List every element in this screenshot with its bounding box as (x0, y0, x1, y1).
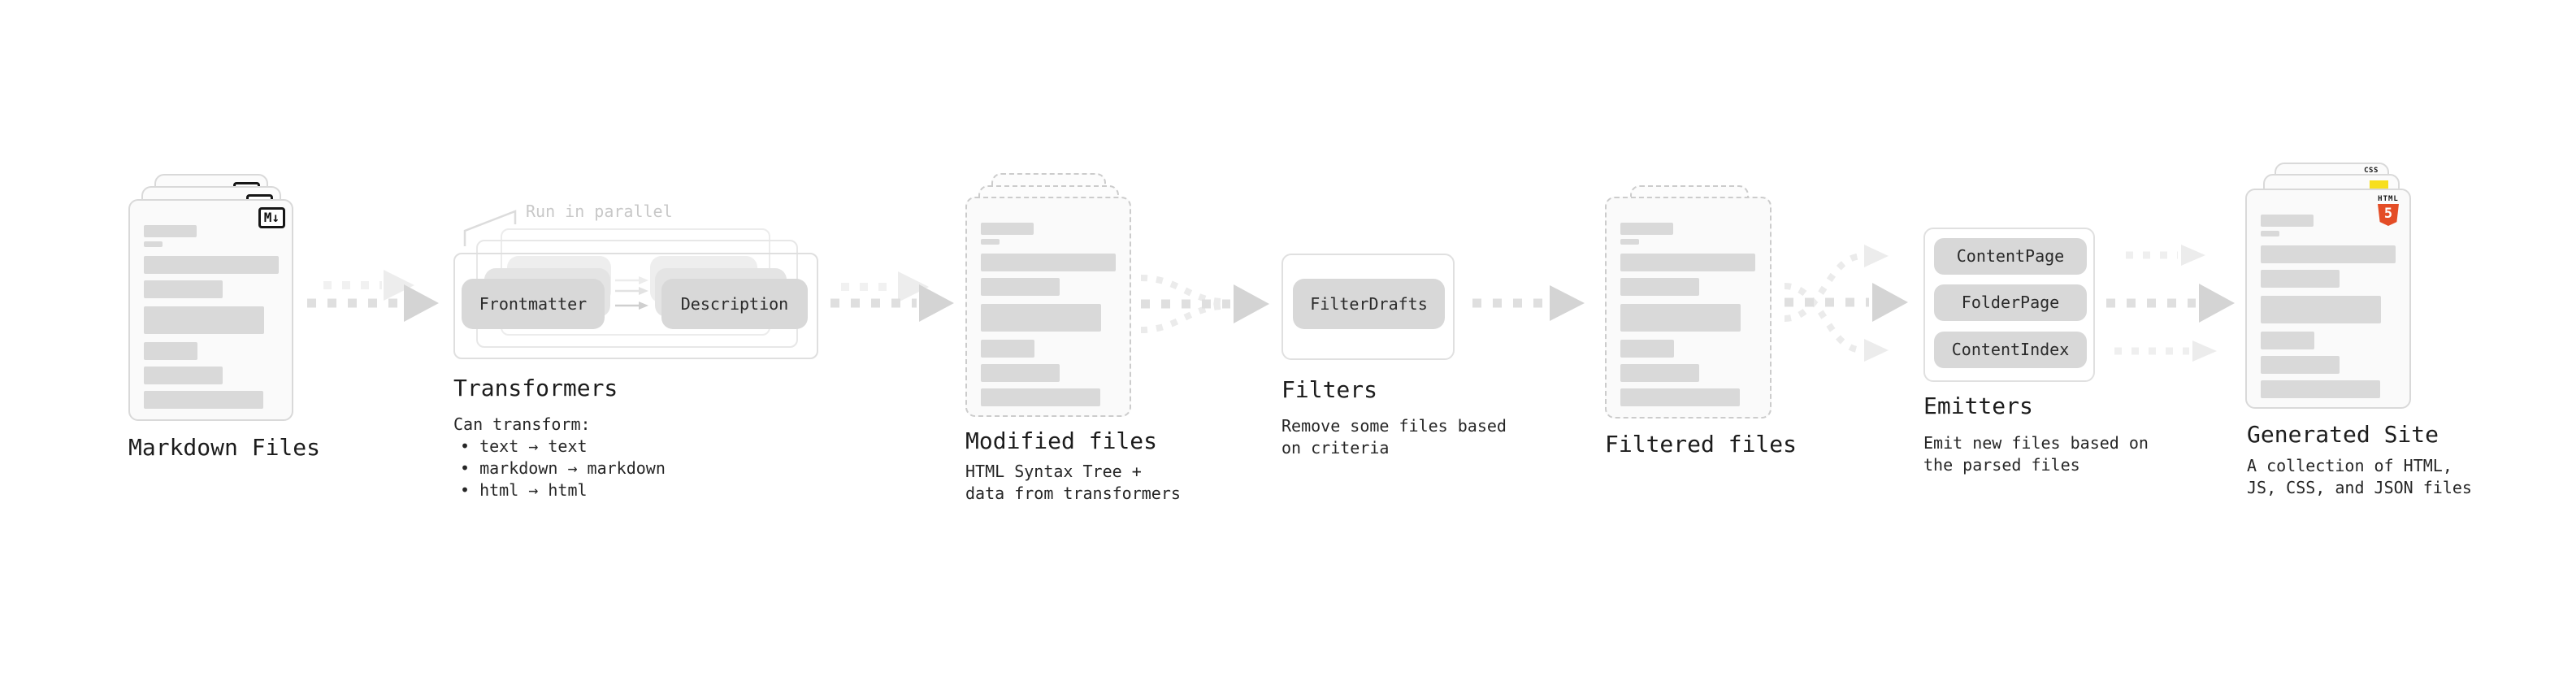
text-line-placeholder (1620, 340, 1674, 358)
text-line-placeholder (2261, 215, 2314, 227)
html5-icon-shield: 5 (2378, 204, 2399, 226)
text-line-placeholder (144, 367, 223, 384)
text-line-placeholder (981, 239, 1000, 245)
filterdrafts-pill: FilterDrafts (1293, 279, 1445, 329)
text-line-placeholder (144, 256, 279, 274)
html5-icon: HTML 5 (2377, 195, 2400, 226)
filters-title: Filters (1281, 376, 1378, 403)
bullet-item: • markdown → markdown (460, 458, 666, 478)
text-line-placeholder (144, 391, 263, 409)
text-line-placeholder (981, 278, 1060, 296)
run-in-parallel-note: Run in parallel (526, 202, 673, 221)
text-line-placeholder (2261, 270, 2340, 288)
text-line-placeholder (981, 364, 1060, 382)
generated-site-description: A collection of HTML, JS, CSS, and JSON … (2247, 456, 2472, 497)
text-line-placeholder (981, 388, 1100, 406)
text-line-placeholder (981, 340, 1034, 358)
text-line-placeholder (1620, 304, 1741, 332)
text-line-placeholder (2261, 380, 2380, 398)
modified-file-card-front (965, 197, 1131, 417)
text-line-placeholder (981, 254, 1116, 271)
text-line-placeholder (2261, 296, 2381, 323)
css-icon-text: CSS (2364, 167, 2379, 175)
transformers-bullet-list: • text → text • markdown → markdown • ht… (460, 436, 666, 501)
javascript-icon (2370, 180, 2388, 189)
text-line-placeholder (144, 241, 163, 247)
text-line-placeholder (1620, 239, 1639, 245)
text-line-placeholder (981, 223, 1034, 235)
filters-description: Remove some files based on criteria (1281, 416, 1507, 458)
markdown-file-card-front: M↓ (128, 199, 293, 421)
markdown-files-label: Markdown Files (128, 434, 321, 461)
text-line-placeholder (2261, 332, 2314, 349)
contentindex-pill: ContentIndex (1934, 332, 2087, 368)
frontmatter-pill: Frontmatter (462, 279, 605, 329)
run-in-parallel-callout-line (463, 210, 517, 246)
arrow-transformers-to-modified (830, 271, 954, 322)
bullet-item: • text → text (460, 436, 588, 456)
generated-file-card-front: HTML 5 (2245, 189, 2411, 409)
modified-files-label: Modified files (965, 427, 1158, 454)
arrow-filtered-to-emitters-diverge (1784, 245, 1908, 362)
text-line-placeholder (1620, 364, 1699, 382)
text-line-placeholder (144, 280, 223, 298)
transformer-box-front (453, 253, 818, 359)
modified-files-description: HTML Syntax Tree + data from transformer… (965, 462, 1181, 503)
arrow-emitters-to-generated (2106, 245, 2235, 362)
bullet-item: • html → html (460, 480, 588, 500)
text-line-placeholder (144, 225, 197, 237)
transformer-parallel-arrows (615, 276, 648, 310)
filtered-files-label: Filtered files (1605, 431, 1798, 458)
text-line-placeholder (1620, 388, 1740, 406)
contentpage-pill: ContentPage (1934, 238, 2087, 275)
text-line-placeholder (144, 342, 197, 360)
text-line-placeholder (1620, 278, 1699, 296)
arrow-markdown-to-transformers (307, 270, 439, 322)
transformers-title: Transformers (453, 375, 618, 401)
emitters-title: Emitters (1923, 393, 2033, 419)
arrow-modified-to-filters-merge (1140, 275, 1269, 333)
text-line-placeholder (2261, 245, 2396, 263)
text-line-placeholder (2261, 231, 2279, 236)
text-line-placeholder (1620, 223, 1673, 235)
markdown-icon: M↓ (258, 207, 285, 228)
description-pill: Description (661, 279, 808, 329)
arrow-filters-to-filtered (1472, 285, 1585, 321)
text-line-placeholder (981, 304, 1101, 332)
generated-site-label: Generated Site (2247, 421, 2439, 448)
text-line-placeholder (144, 306, 264, 334)
text-line-placeholder (1620, 254, 1755, 271)
transformers-subtitle: Can transform: (453, 414, 591, 434)
html5-icon-text: HTML (2378, 195, 2399, 203)
text-line-placeholder (2261, 356, 2340, 374)
folderpage-pill: FolderPage (1934, 284, 2087, 321)
emitters-description: Emit new files based on the parsed files (1923, 433, 2149, 475)
filtered-file-card-front (1605, 197, 1772, 419)
